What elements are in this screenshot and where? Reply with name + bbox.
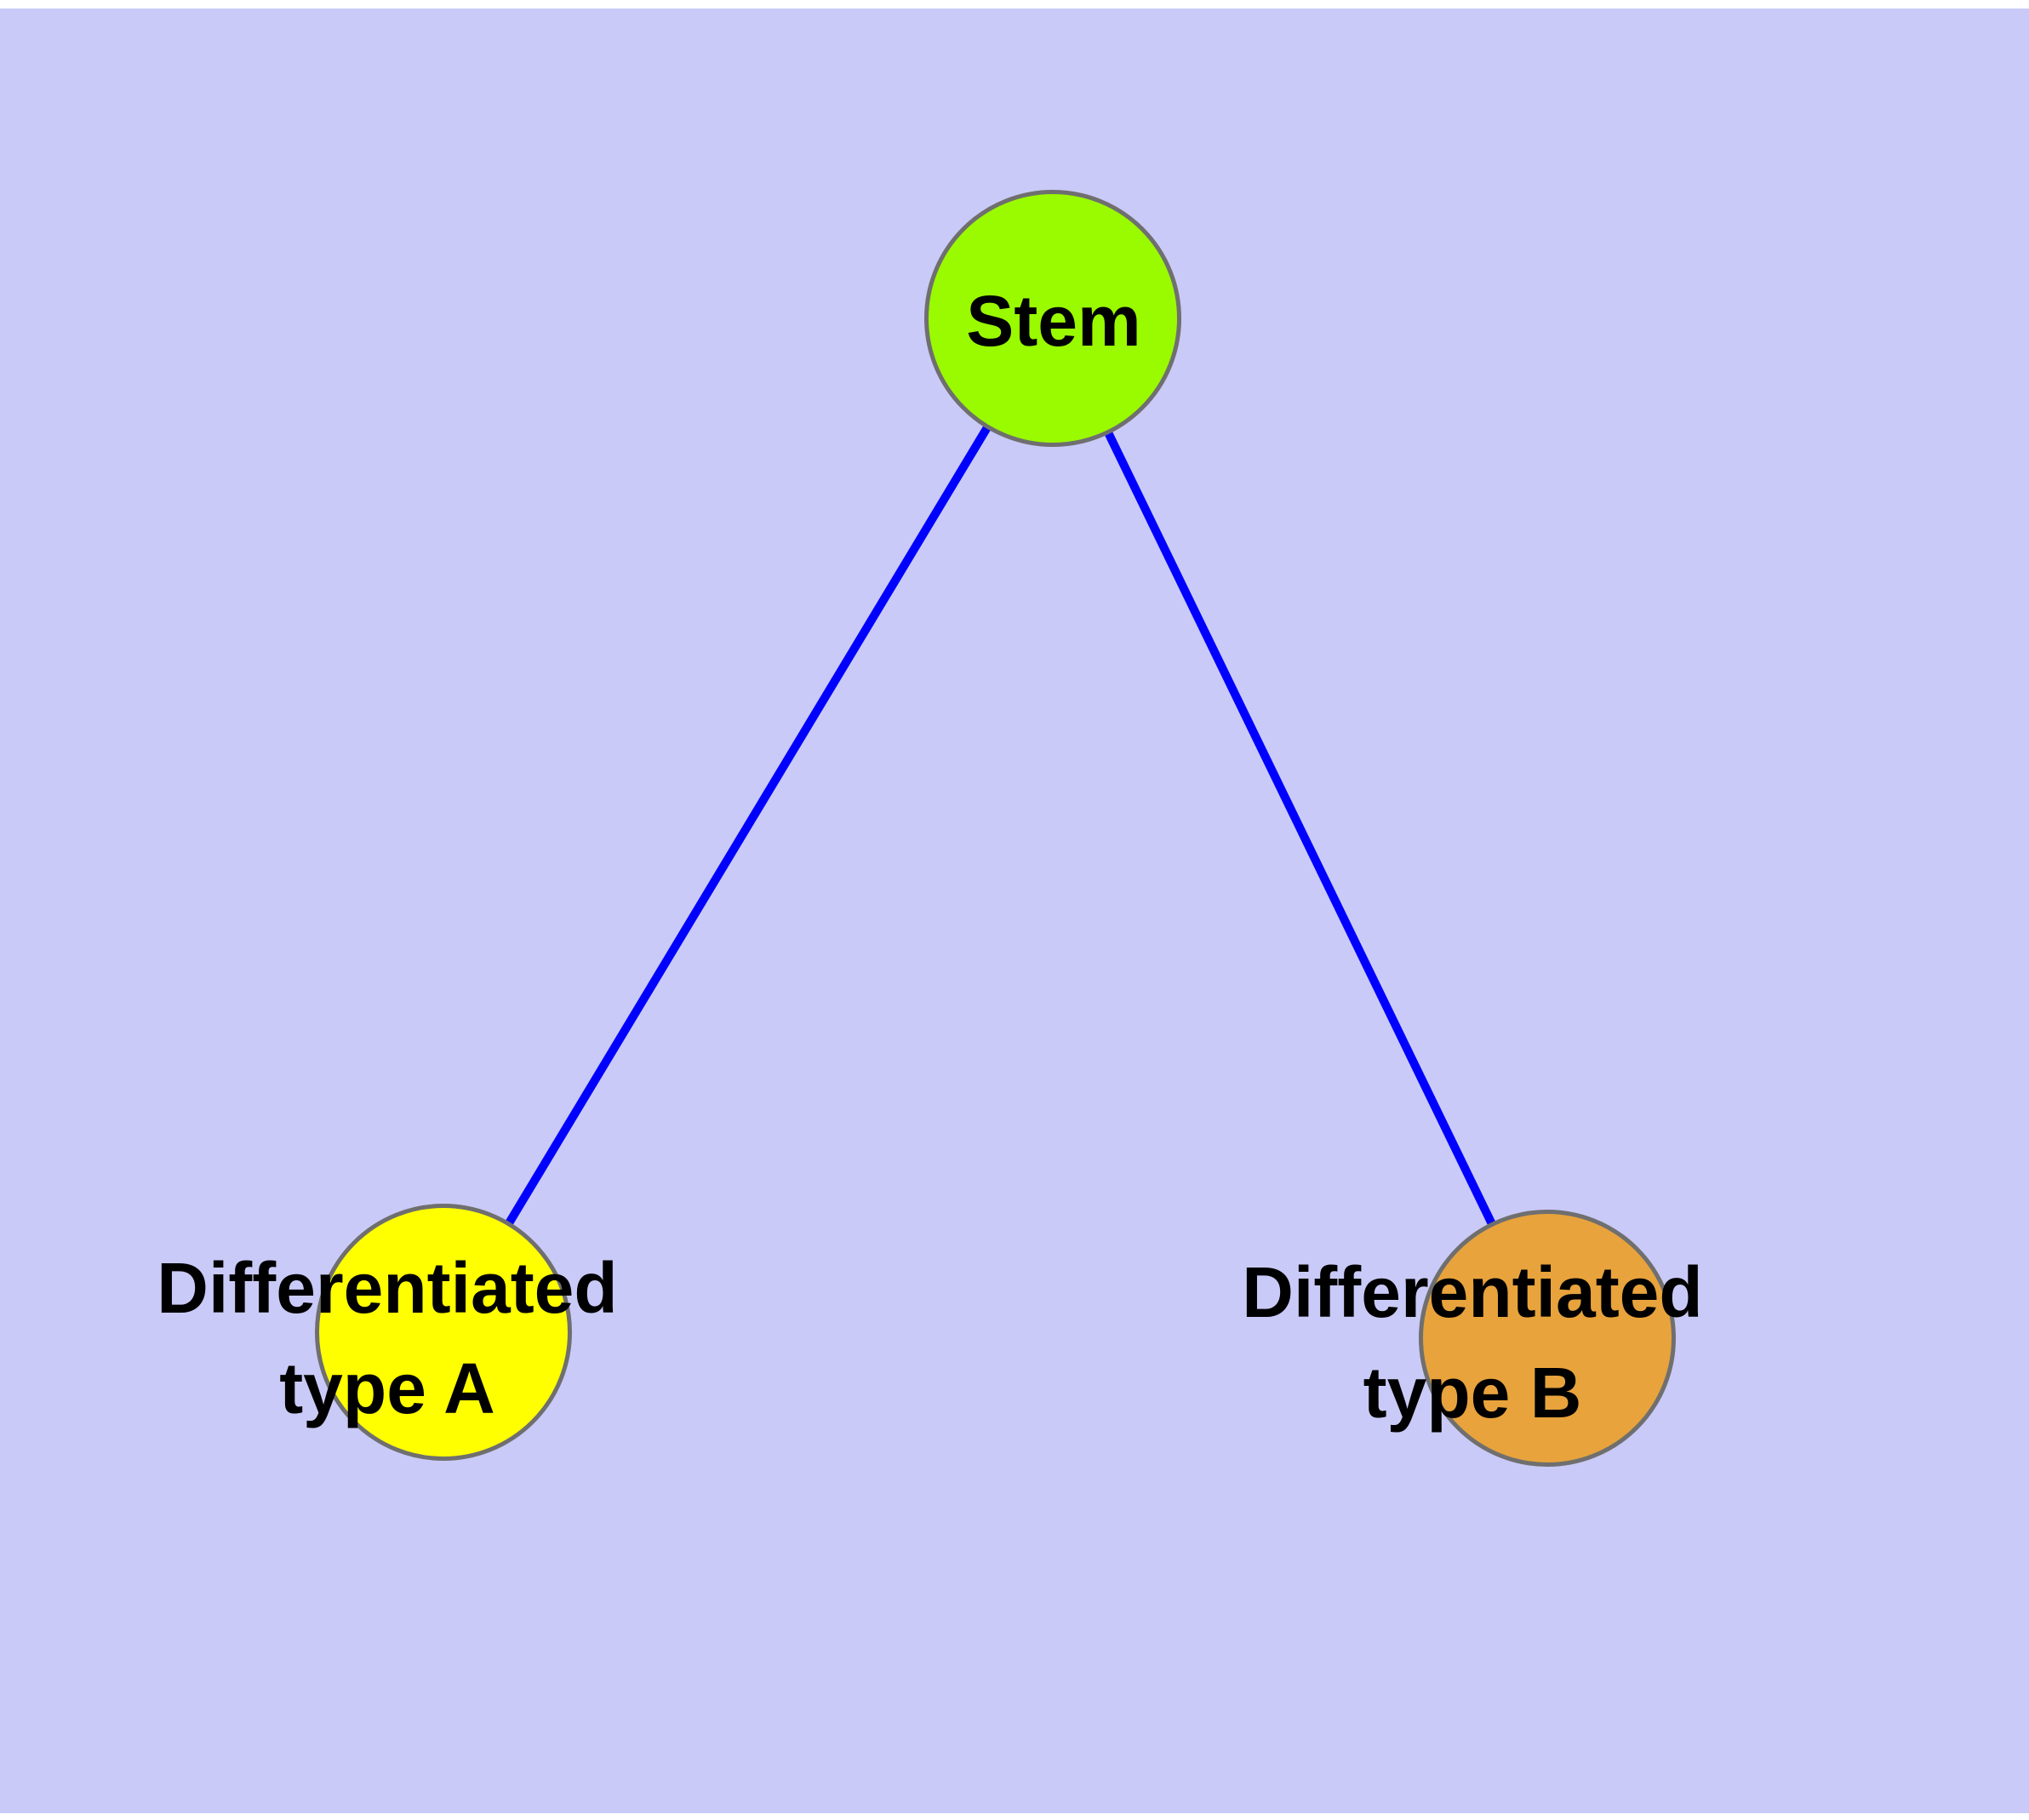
- edge-stem-to-differentiated-type-b: [1049, 316, 1552, 1341]
- node-differentiated-type-b: [1419, 1210, 1676, 1467]
- edge-stem-to-differentiated-type-a: [439, 316, 1057, 1335]
- node-differentiated-type-a: [315, 1204, 572, 1461]
- node-stem: [924, 190, 1181, 447]
